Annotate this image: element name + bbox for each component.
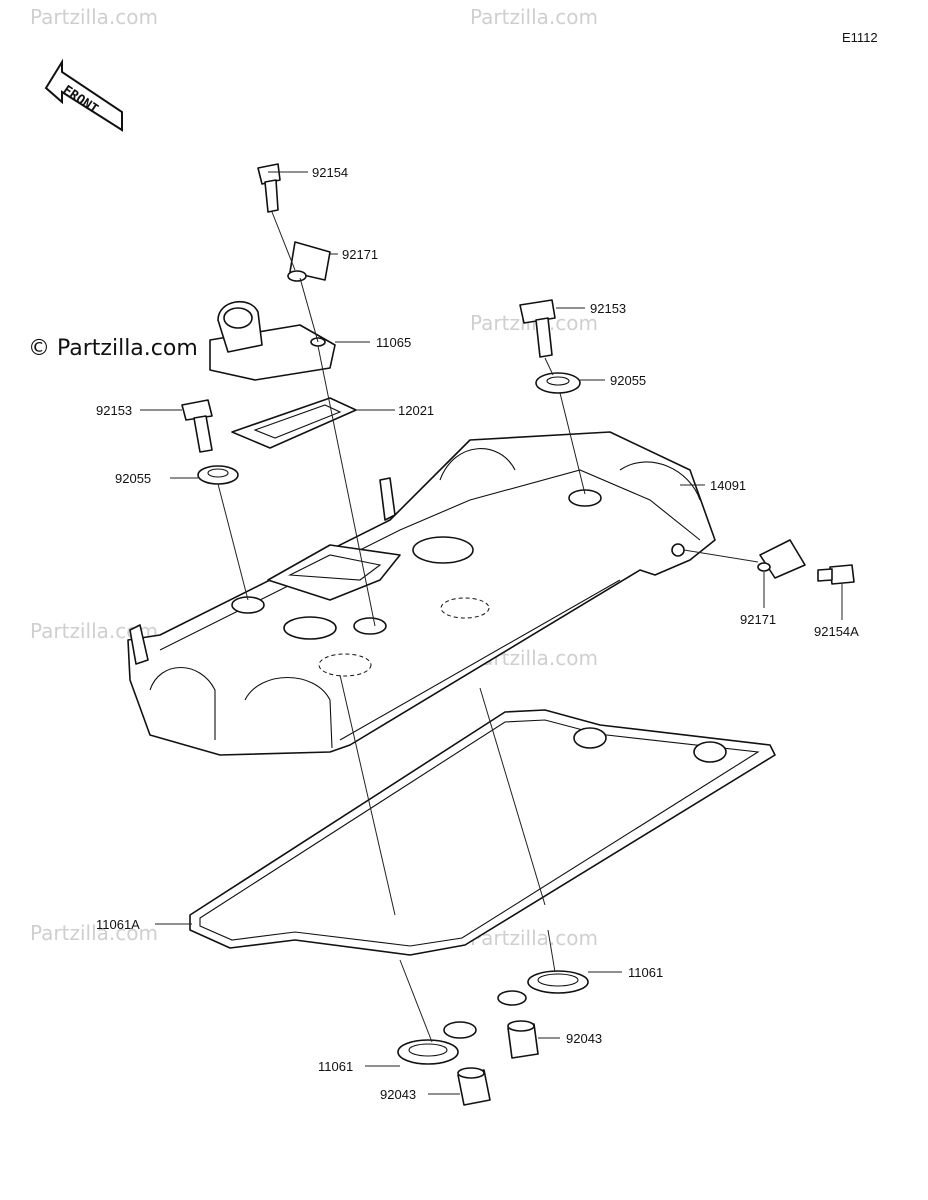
label-92055-left[interactable]: 92055 (115, 471, 151, 486)
watermark-main: © Partzilla.com (28, 336, 198, 361)
label-92154a[interactable]: 92154A (814, 624, 859, 639)
plug-gasket-left-drawing (397, 1021, 477, 1065)
diagram-code: E1112 (842, 30, 878, 45)
front-arrow-icon: FRONT (44, 58, 123, 132)
label-11061-left[interactable]: 11061 (318, 1059, 353, 1074)
bolt-92153-left-drawing (181, 399, 213, 453)
label-11061a[interactable]: 11061A (96, 917, 140, 932)
part-labels: 92154 92171 11065 92153 92055 92153 1202… (96, 165, 859, 1102)
washer-92055-right-drawing (535, 372, 581, 394)
watermark: Partzilla.com (470, 926, 598, 950)
watermark: Partzilla.com (30, 921, 158, 945)
label-12021[interactable]: 12021 (398, 403, 434, 418)
leader-lines (140, 171, 843, 1095)
label-92153-right[interactable]: 92153 (590, 301, 626, 316)
label-92153-left[interactable]: 92153 (96, 403, 132, 418)
main-gasket-drawing (189, 709, 776, 956)
label-92154[interactable]: 92154 (312, 165, 348, 180)
collar-left-drawing (457, 1067, 491, 1106)
bolt-92154a-drawing (817, 564, 855, 585)
clamp-92171-right-drawing (757, 539, 806, 579)
label-14091[interactable]: 14091 (710, 478, 746, 493)
bolt-92153-right-drawing (519, 299, 556, 358)
collar-right-drawing (507, 1020, 539, 1059)
plug-gasket-right-drawing (497, 970, 589, 1006)
label-11065[interactable]: 11065 (376, 335, 411, 350)
label-92171-right[interactable]: 92171 (740, 612, 776, 627)
label-92055-right[interactable]: 92055 (610, 373, 646, 388)
label-92171[interactable]: 92171 (342, 247, 378, 262)
watermark: Partzilla.com (30, 5, 158, 29)
label-11061-right[interactable]: 11061 (628, 965, 663, 980)
bolt-92154-drawing (257, 163, 281, 213)
label-92043-right[interactable]: 92043 (566, 1031, 602, 1046)
label-92043-left[interactable]: 92043 (380, 1087, 416, 1102)
washer-92055-left-drawing (197, 465, 239, 485)
clamp-92171-drawing (287, 241, 331, 282)
breather-cover-drawing (209, 300, 336, 381)
watermark: Partzilla.com (470, 5, 598, 29)
